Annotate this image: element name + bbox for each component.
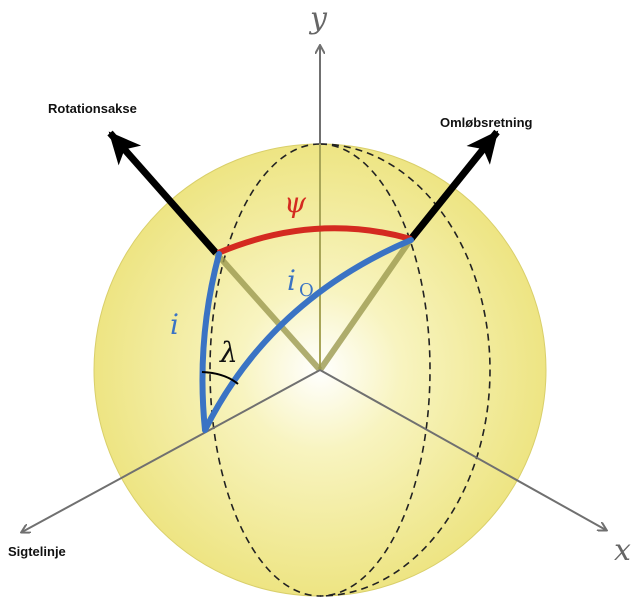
i-arc bbox=[199, 251, 222, 433]
meridian-middle bbox=[319, 143, 431, 597]
psi-label: ψ bbox=[284, 186, 307, 219]
orbit-direction-label: Omløbsretning bbox=[440, 115, 533, 130]
i-o-arc bbox=[202, 237, 414, 433]
i-o-label: i bbox=[287, 264, 296, 297]
rotation-axis-inner bbox=[213, 251, 323, 372]
i-label: i bbox=[170, 308, 179, 341]
x-axis-label: x bbox=[614, 533, 631, 568]
rotation-axis-arrow bbox=[107, 130, 219, 256]
lambda-angle-arc bbox=[201, 371, 239, 385]
i-o-subscript: O bbox=[299, 280, 314, 301]
orbit-axis-inner bbox=[317, 237, 414, 372]
meridian-left bbox=[209, 143, 321, 597]
line-of-sight-axis bbox=[22, 369, 321, 532]
line-of-sight-label: Sigtelinje bbox=[8, 544, 66, 559]
psi-arc bbox=[216, 225, 412, 256]
lambda-label: λ bbox=[219, 336, 238, 369]
x-axis bbox=[319, 369, 606, 530]
rotation-axis-label: Rotationsakse bbox=[48, 101, 137, 116]
y-axis-label: y bbox=[308, 1, 328, 36]
meridian-right bbox=[319, 143, 491, 597]
orbit-direction-arrow bbox=[408, 129, 500, 242]
